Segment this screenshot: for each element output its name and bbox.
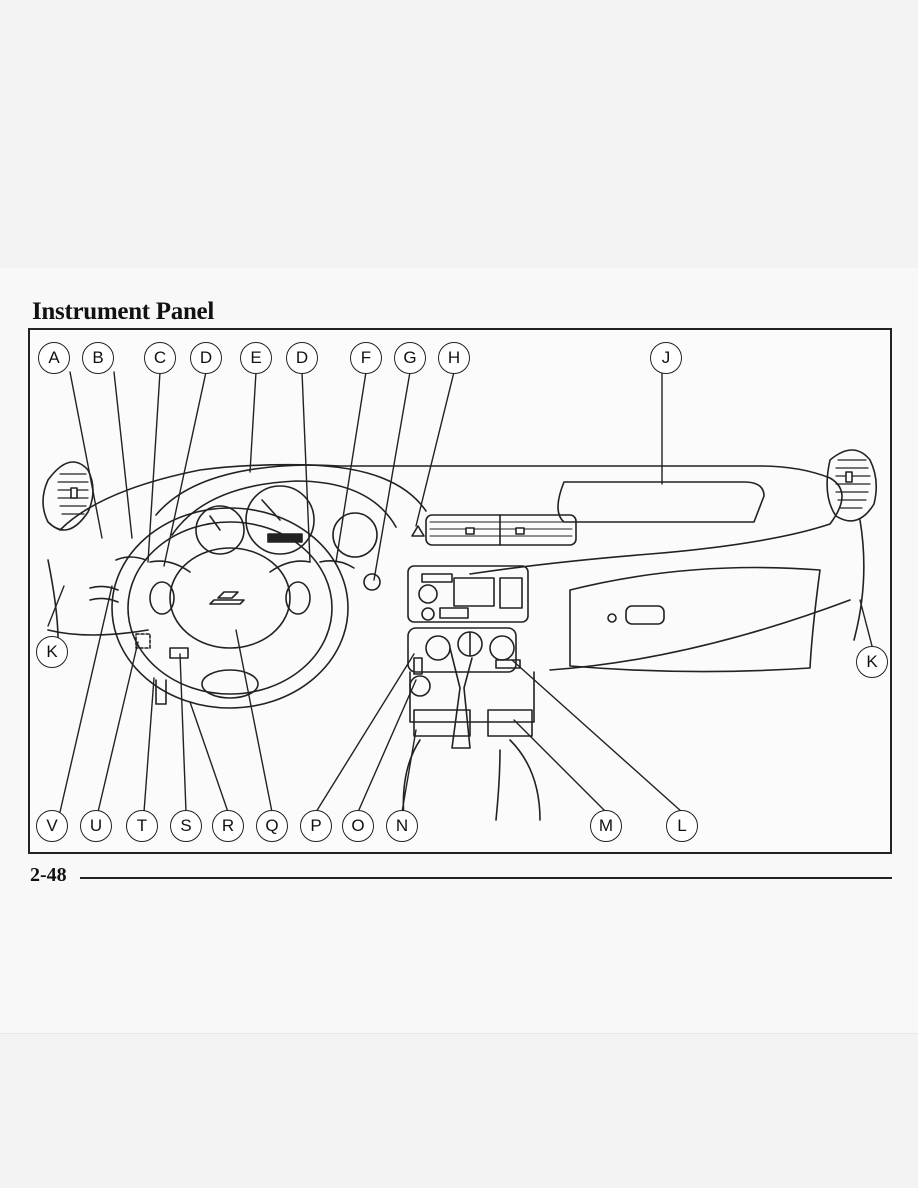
hazard-button: [363, 573, 381, 591]
callout-k-right: K: [856, 646, 888, 678]
callout-f: F: [350, 342, 382, 374]
radio: [407, 565, 529, 623]
callout-s: S: [170, 810, 202, 842]
callout-o: O: [342, 810, 374, 842]
left-vent: [42, 461, 94, 531]
callout-k-left: K: [36, 636, 68, 668]
callout-n: N: [386, 810, 418, 842]
callout-b: B: [82, 342, 114, 374]
callout-d-right: D: [286, 342, 318, 374]
airbag-door: [557, 481, 765, 523]
page-title: Instrument Panel: [32, 298, 215, 325]
climate-controls: [407, 627, 517, 673]
dashboard-illustration: [42, 371, 878, 821]
bowtie-emblem: [209, 591, 245, 605]
callout-v: V: [36, 810, 68, 842]
gear-shifter: [449, 647, 473, 749]
right-vent: [826, 449, 878, 522]
callout-g: G: [394, 342, 426, 374]
callout-l: L: [666, 810, 698, 842]
callout-p: P: [300, 810, 332, 842]
footer-rule: [80, 877, 892, 879]
callout-u: U: [80, 810, 112, 842]
callout-a: A: [38, 342, 70, 374]
callout-t: T: [126, 810, 158, 842]
callout-j: J: [650, 342, 682, 374]
callout-e: E: [240, 342, 272, 374]
steering-wheel: [111, 507, 349, 709]
callout-d-left: D: [190, 342, 222, 374]
callout-q: Q: [256, 810, 288, 842]
page-number: 2-48: [30, 864, 67, 886]
callout-m: M: [590, 810, 622, 842]
instrument-panel-diagram: A B C D E D F G H J K K V U T S R Q P O …: [28, 328, 892, 854]
glovebox: [569, 566, 821, 673]
page-edge: [0, 1033, 918, 1034]
callout-r: R: [212, 810, 244, 842]
callout-c: C: [144, 342, 176, 374]
callout-h: H: [438, 342, 470, 374]
